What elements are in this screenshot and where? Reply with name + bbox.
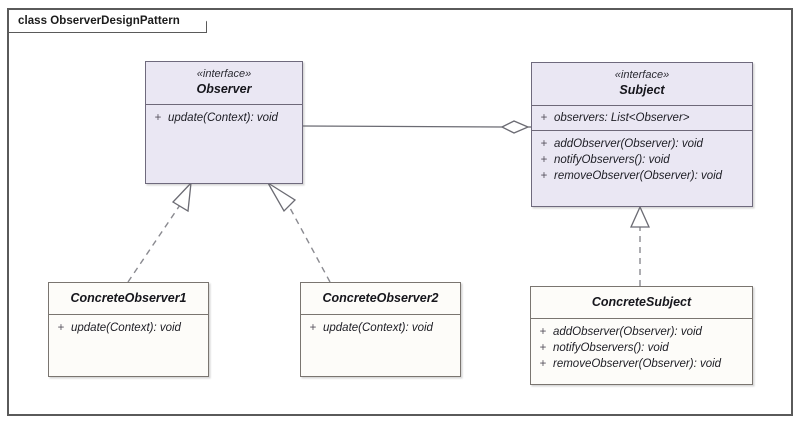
operations-compartment-observer: + update(Context): void bbox=[146, 104, 302, 131]
operations-compartment-concretesubject: + addObserver(Observer): void + notifyOb… bbox=[531, 318, 752, 377]
visibility-marker: + bbox=[539, 326, 547, 338]
operations-compartment-concreteobserver2: + update(Context): void bbox=[301, 314, 460, 341]
visibility-marker: + bbox=[540, 154, 548, 166]
operation-row: + notifyObservers(): void bbox=[534, 152, 750, 168]
operation-row: + addObserver(Observer): void bbox=[534, 136, 750, 152]
stereotype-observer: «interface» bbox=[196, 68, 252, 80]
visibility-marker: + bbox=[540, 170, 548, 182]
class-name-concreteobserver1: ConcreteObserver1 bbox=[70, 291, 187, 305]
frame-label-tab: class ObserverDesignPattern bbox=[7, 8, 206, 32]
visibility-marker: + bbox=[57, 322, 65, 334]
operation-row: + addObserver(Observer): void bbox=[533, 324, 750, 340]
visibility-marker: + bbox=[539, 342, 547, 354]
class-name-observer: Observer bbox=[196, 82, 252, 96]
visibility-marker: + bbox=[309, 322, 317, 334]
class-box-concreteobserver1[interactable]: ConcreteObserver1 + update(Context): voi… bbox=[48, 282, 209, 377]
operation-row: + update(Context): void bbox=[148, 110, 300, 126]
class-box-observer[interactable]: «interface» Observer + update(Context): … bbox=[145, 61, 303, 184]
operation-row: + update(Context): void bbox=[51, 320, 206, 336]
class-header-subject: «interface» Subject bbox=[532, 63, 752, 105]
class-header-concretesubject: ConcreteSubject bbox=[531, 287, 752, 318]
class-header-observer: «interface» Observer bbox=[146, 62, 302, 104]
class-name-concreteobserver2: ConcreteObserver2 bbox=[322, 291, 439, 305]
operation-signature: removeObserver(Observer): void bbox=[553, 358, 722, 370]
operation-row: + update(Context): void bbox=[303, 320, 458, 336]
class-box-subject[interactable]: «interface» Subject + observers: List<Ob… bbox=[531, 62, 753, 207]
operation-signature: notifyObservers(): void bbox=[554, 154, 670, 166]
operation-signature: addObserver(Observer): void bbox=[554, 138, 703, 150]
operations-compartment-concreteobserver1: + update(Context): void bbox=[49, 314, 208, 341]
class-name-concretesubject: ConcreteSubject bbox=[591, 295, 692, 309]
frame-label-text: class ObserverDesignPattern bbox=[18, 15, 180, 27]
operations-compartment-subject: + addObserver(Observer): void + notifyOb… bbox=[532, 130, 752, 189]
class-header-concreteobserver2: ConcreteObserver2 bbox=[301, 283, 460, 314]
operation-row: + removeObserver(Observer): void bbox=[533, 356, 750, 372]
class-name-subject: Subject bbox=[619, 83, 665, 97]
visibility-marker: + bbox=[540, 138, 548, 150]
operation-signature: removeObserver(Observer): void bbox=[554, 170, 723, 182]
visibility-marker: + bbox=[154, 112, 162, 124]
attributes-compartment-subject: + observers: List<Observer> bbox=[532, 105, 752, 130]
operation-row: + removeObserver(Observer): void bbox=[534, 168, 750, 184]
visibility-marker: + bbox=[539, 358, 547, 370]
class-box-concretesubject[interactable]: ConcreteSubject + addObserver(Observer):… bbox=[530, 286, 753, 385]
operation-signature: notifyObservers(): void bbox=[553, 342, 669, 354]
operation-signature: update(Context): void bbox=[168, 112, 278, 124]
visibility-marker: + bbox=[540, 112, 548, 124]
class-box-concreteobserver2[interactable]: ConcreteObserver2 + update(Context): voi… bbox=[300, 282, 461, 377]
operation-row: + notifyObservers(): void bbox=[533, 340, 750, 356]
operation-signature: addObserver(Observer): void bbox=[553, 326, 702, 338]
stereotype-subject: «interface» bbox=[614, 69, 670, 81]
class-header-concreteobserver1: ConcreteObserver1 bbox=[49, 283, 208, 314]
operation-signature: update(Context): void bbox=[323, 322, 433, 334]
attribute-signature: observers: List<Observer> bbox=[554, 112, 690, 124]
operation-signature: update(Context): void bbox=[71, 322, 181, 334]
attribute-row: + observers: List<Observer> bbox=[534, 110, 750, 126]
